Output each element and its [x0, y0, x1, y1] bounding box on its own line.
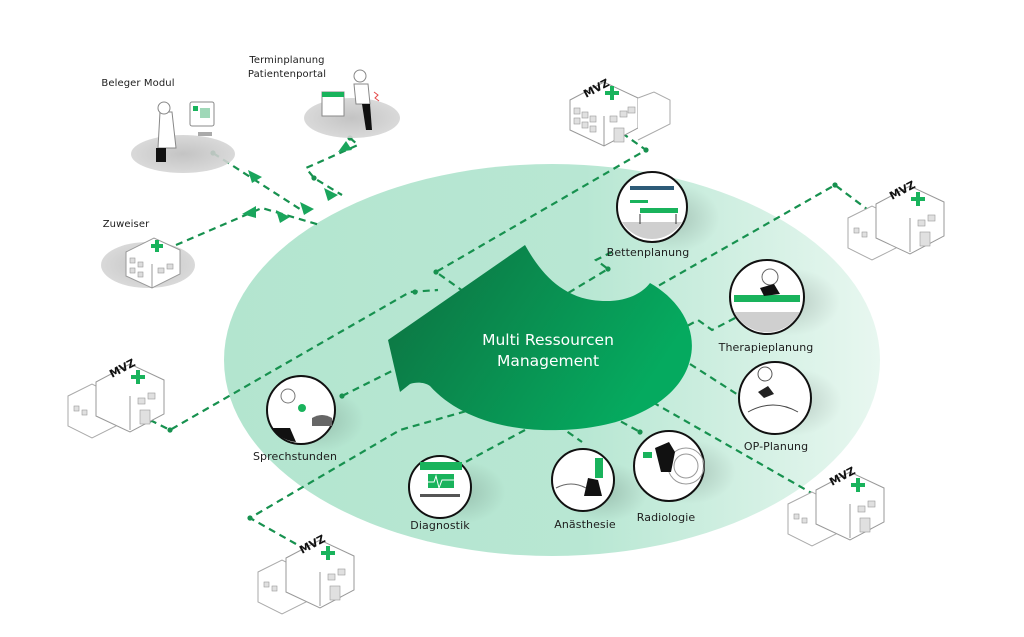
node-bettenplanung-icon[interactable] [616, 171, 688, 243]
arrow-icon [276, 210, 290, 223]
mvz-building-bottom-left-icon[interactable]: MVZ [257, 532, 355, 615]
connector-mvz-bl [247, 408, 471, 545]
connector-therapie [679, 317, 736, 332]
connector-mvz-left [149, 288, 439, 432]
node-sprechstunden-icon[interactable] [266, 375, 336, 445]
terminplanung-illustration-icon[interactable] [321, 69, 380, 130]
connector-mvz-top [433, 132, 649, 297]
zuweiser-building-icon[interactable] [125, 237, 181, 289]
connector-radiologie [599, 409, 641, 433]
label-diagnostik: Diagnostik [410, 519, 470, 532]
node-diagnostik-icon[interactable] [408, 455, 472, 519]
mvz-building-left-icon[interactable]: MVZ [67, 356, 165, 439]
label-zuweiser: Zuweiser [102, 219, 150, 230]
arrow-icon [248, 170, 262, 183]
node-radiologie-icon[interactable] [633, 430, 705, 502]
label-terminplanung-line2: Patientenportal [247, 69, 327, 80]
label-radiologie: Radiologie [636, 511, 696, 524]
connector-zuweiser [175, 206, 321, 247]
center-title-line2: Management [496, 352, 600, 370]
label-bettenplanung: Bettenplanung [606, 246, 690, 259]
label-anaesthesie: Anästhesie [554, 518, 616, 531]
connector-termin [304, 137, 361, 196]
mvz-building-top-icon[interactable]: MVZ [569, 76, 671, 147]
center-title: Multi Ressourcen Management [482, 330, 614, 372]
center-title-line1: Multi Ressourcen [482, 331, 614, 349]
beleger-illustration-icon[interactable] [156, 101, 215, 162]
arrow-icon [242, 206, 256, 218]
arrowheads [242, 141, 352, 223]
core-shape [388, 245, 692, 431]
label-therapieplanung: Therapieplanung [718, 341, 814, 354]
mvz-building-bottom-right-icon[interactable]: MVZ [787, 464, 885, 547]
label-op-planung: OP-Planung [743, 440, 809, 453]
arrow-icon [300, 202, 314, 215]
connector-mvz-right [564, 183, 881, 320]
label-sprechstunden: Sprechstunden [252, 450, 338, 463]
label-beleger-modul: Beleger Modul [101, 78, 175, 89]
label-terminplanung: Terminplanung Patientenportal [248, 54, 326, 82]
connector-mvz-br [639, 394, 816, 496]
connector-diagnostik [459, 429, 526, 466]
arrow-icon [324, 188, 338, 201]
arrow-icon [338, 141, 352, 152]
label-terminplanung-line1: Terminplanung [249, 55, 325, 66]
node-anaesthesie-icon[interactable] [551, 448, 615, 512]
resource-nodes [266, 171, 812, 519]
node-op-planung-icon[interactable] [738, 361, 812, 435]
node-therapieplanung-icon[interactable] [729, 259, 805, 335]
mvz-building-right-icon[interactable]: MVZ [847, 178, 945, 261]
